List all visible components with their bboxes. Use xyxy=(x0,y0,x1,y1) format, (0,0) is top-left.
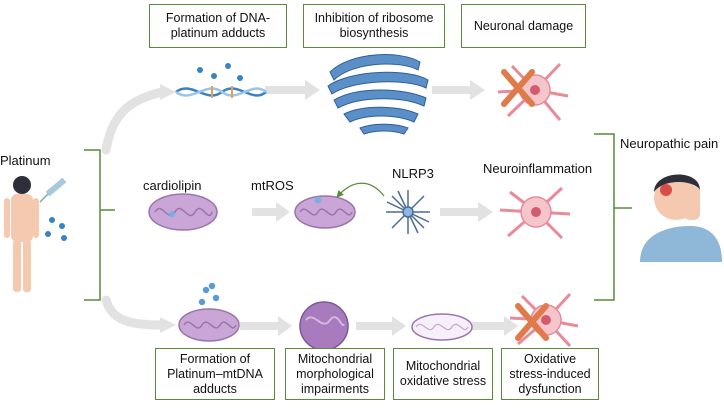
box-neuronal-damage: Neuronal damage xyxy=(461,4,586,48)
label-neuropathic-pain: Neuropathic pain xyxy=(620,136,719,151)
mitochondrion-mtdna-adduct-icon xyxy=(178,308,240,342)
mitochondrion-mtros-icon xyxy=(294,195,356,229)
swollen-mitochondrion-icon xyxy=(299,301,349,351)
label-mtros: mtROS xyxy=(251,178,294,193)
right-bracket xyxy=(594,133,632,301)
box-ribosome-inhibition: Inhibition of ribosome biosynthesis xyxy=(303,4,445,48)
box-platinum-mtdna-adducts: Formation of Platinum–mtDNA adducts xyxy=(155,348,275,400)
left-bracket xyxy=(84,149,115,301)
box-oxidative-stress-dysfunction: Oxidative stress-induced dysfunction xyxy=(501,348,599,400)
ribosome-er-icon xyxy=(327,54,429,135)
patient-iv-icon xyxy=(4,176,67,292)
neuropathic-pain-person-icon xyxy=(640,174,722,262)
label-cardiolipin: cardiolipin xyxy=(143,178,202,193)
label-platinum: Platinum xyxy=(0,153,51,168)
label-neuroinflammation: Neuroinflammation xyxy=(483,161,593,176)
box-mito-oxidative-stress: Mitochondrial oxidative stress xyxy=(393,348,493,400)
curve-arrow-bottom xyxy=(101,295,167,330)
curve-arrow-top xyxy=(101,87,167,155)
stressed-mitochondrion-icon xyxy=(411,313,473,341)
nlrp3-feedback-arrow xyxy=(336,182,385,198)
nlrp3-inflammasome-icon xyxy=(386,190,430,234)
inflamed-neuron-icon xyxy=(499,186,571,240)
mitochondrion-cardiolipin-icon xyxy=(148,193,218,231)
flow-arrows xyxy=(240,80,518,336)
label-nlrp3: NLRP3 xyxy=(392,166,434,181)
box-dna-platinum-adducts: Formation of DNA- platinum adducts xyxy=(149,4,287,48)
platinum-particles-icon xyxy=(198,282,220,306)
dna-platinum-icon xyxy=(175,63,267,98)
damaged-neuron-icon xyxy=(497,62,569,121)
dysfunction-neuron-icon xyxy=(509,292,579,348)
box-mito-morphological-impairments: Mitochondrial morphological impairments xyxy=(285,348,385,400)
